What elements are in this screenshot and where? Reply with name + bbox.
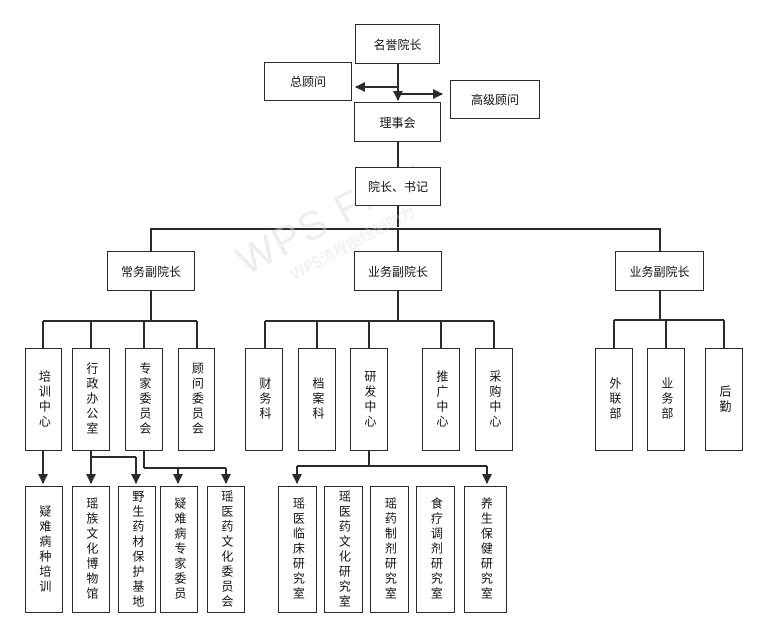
node-label: 采购中心 (487, 369, 502, 430)
node-president-secretary[interactable]: 院长、书记 (355, 167, 441, 206)
node-label: 档案科 (310, 377, 325, 422)
node-label: 高级顾问 (470, 93, 519, 107)
node-advisory-committee[interactable]: 顾问委员会 (178, 348, 215, 451)
node-label: 院长、书记 (367, 180, 428, 194)
node-board[interactable]: 理事会 (354, 102, 441, 142)
node-label: 瑶族文化博物馆 (84, 497, 99, 602)
node-difficult-disease-training[interactable]: 疑难病种培训 (25, 486, 63, 613)
node-label: 瑶药制剂研究室 (383, 497, 398, 602)
node-expert-committee[interactable]: 专家委员会 (125, 348, 163, 451)
node-label: 瑶医临床研究室 (291, 497, 306, 602)
node-finance[interactable]: 财务科 (245, 348, 283, 451)
node-promotion-center[interactable]: 推广中心 (422, 348, 460, 451)
node-honorary-president[interactable]: 名誉院长 (355, 24, 440, 64)
node-label: 业务副院长 (367, 264, 428, 279)
node-rd-center[interactable]: 研发中心 (350, 348, 388, 451)
node-business-vice-president-1[interactable]: 业务副院长 (354, 251, 442, 291)
node-clinical-research-lab[interactable]: 瑶医临床研究室 (278, 486, 317, 613)
node-label: 业务部 (659, 377, 674, 422)
node-label: 后勤 (717, 384, 732, 415)
node-label: 瑶医药文化研究室 (337, 489, 352, 610)
node-difficult-disease-experts[interactable]: 疑难病专家委员 (160, 486, 198, 613)
node-senior-advisor[interactable]: 高级顾问 (450, 80, 540, 119)
node-medicine-culture-lab[interactable]: 瑶医药文化研究室 (324, 486, 363, 613)
node-training-center[interactable]: 培训中心 (25, 348, 62, 451)
node-executive-vice-president[interactable]: 常务副院长 (107, 251, 195, 291)
node-preparation-lab[interactable]: 瑶药制剂研究室 (370, 486, 409, 613)
node-label: 名誉院长 (373, 37, 422, 52)
node-label: 理事会 (379, 115, 416, 130)
node-label: 财务科 (257, 377, 272, 422)
node-label: 食疗调剂研究室 (429, 497, 444, 602)
node-wild-herb-base[interactable]: 野生药材保护基地 (118, 486, 156, 613)
node-label: 养生保健研究室 (479, 497, 494, 602)
node-health-care-lab[interactable]: 养生保健研究室 (464, 486, 507, 613)
node-yao-culture-museum[interactable]: 瑶族文化博物馆 (72, 486, 110, 613)
node-label: 总顾问 (289, 75, 326, 89)
node-chief-advisor[interactable]: 总顾问 (264, 62, 352, 101)
node-label: 业务副院长 (629, 264, 690, 279)
node-diet-therapy-lab[interactable]: 食疗调剂研究室 (416, 486, 455, 613)
node-label: 外联部 (607, 377, 622, 422)
node-label: 推广中心 (434, 369, 449, 430)
node-yao-medicine-culture-committee[interactable]: 瑶医药文化委员会 (207, 486, 245, 613)
node-label: 培训中心 (37, 369, 52, 430)
node-logistics[interactable]: 后勤 (705, 348, 743, 451)
node-admin-office[interactable]: 行政办公室 (72, 348, 110, 451)
node-label: 研发中心 (362, 369, 377, 430)
node-label: 疑难病专家委员 (172, 497, 187, 602)
node-label: 顾问委员会 (190, 362, 205, 437)
node-procurement-center[interactable]: 采购中心 (475, 348, 513, 451)
node-archives[interactable]: 档案科 (298, 348, 336, 451)
node-business-vice-president-2[interactable]: 业务副院长 (615, 251, 704, 291)
node-label: 常务副院长 (120, 264, 181, 279)
node-label: 瑶医药文化委员会 (219, 489, 234, 610)
node-label: 专家委员会 (137, 362, 152, 437)
node-label: 行政办公室 (84, 362, 99, 437)
node-business-dept[interactable]: 业务部 (647, 348, 685, 451)
node-external-relations[interactable]: 外联部 (595, 348, 633, 451)
node-label: 疑难病种培训 (37, 504, 52, 595)
node-label: 野生药材保护基地 (130, 489, 145, 610)
